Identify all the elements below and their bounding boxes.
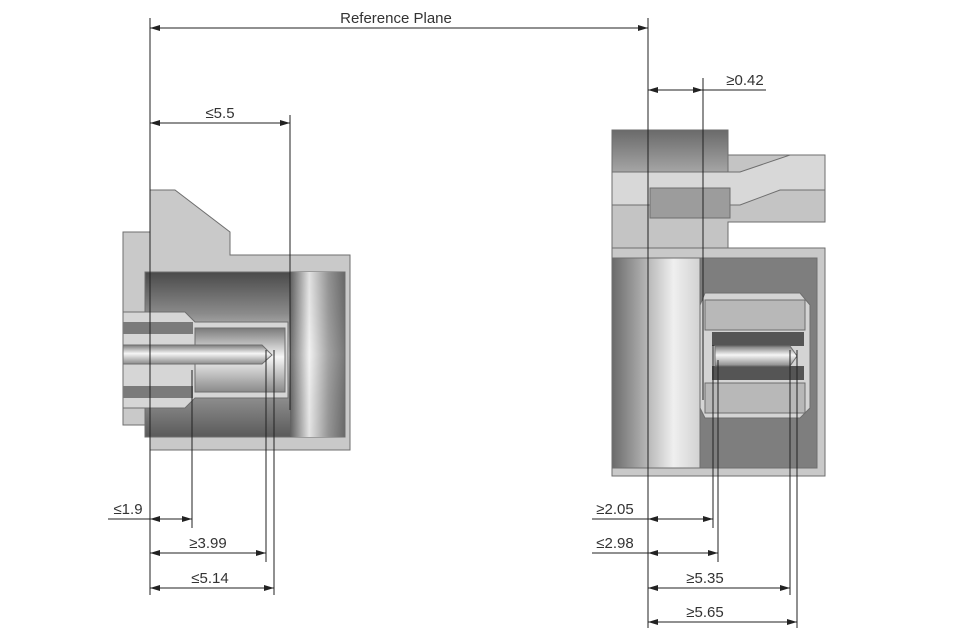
dim-left-b: ≥3.99 [189, 535, 226, 552]
dim-left-a: ≤1.9 [113, 501, 142, 518]
right-socket-dark-bottom [712, 366, 804, 380]
dim-left-c: ≤5.14 [191, 570, 228, 587]
left-connector [122, 189, 351, 451]
left-insulator [123, 322, 193, 334]
dim-right-c: ≥5.35 [686, 570, 723, 587]
left-pin [122, 344, 273, 365]
dim-left-top: ≤5.5 [205, 105, 234, 122]
dimension-lines [108, 18, 798, 628]
left-insulator-bottom [123, 386, 193, 398]
dim-right-d: ≥5.65 [686, 604, 723, 621]
right-flange-dark [611, 129, 729, 173]
right-socket-dark-top [712, 332, 804, 346]
reference-plane-label: Reference Plane [340, 10, 452, 27]
right-socket-lower [704, 382, 806, 414]
right-socket-upper [704, 299, 806, 331]
dimension-labels: Reference Plane ≤5.5 ≥0.42 ≤1.9 ≥3.99 ≤5… [113, 10, 763, 621]
left-bore-face [290, 272, 345, 437]
dim-right-top: ≥0.42 [726, 72, 763, 89]
right-flange-slot [649, 187, 731, 219]
dim-right-a: ≥2.05 [596, 501, 633, 518]
dim-right-b: ≤2.98 [596, 535, 633, 552]
right-pin [714, 345, 798, 367]
